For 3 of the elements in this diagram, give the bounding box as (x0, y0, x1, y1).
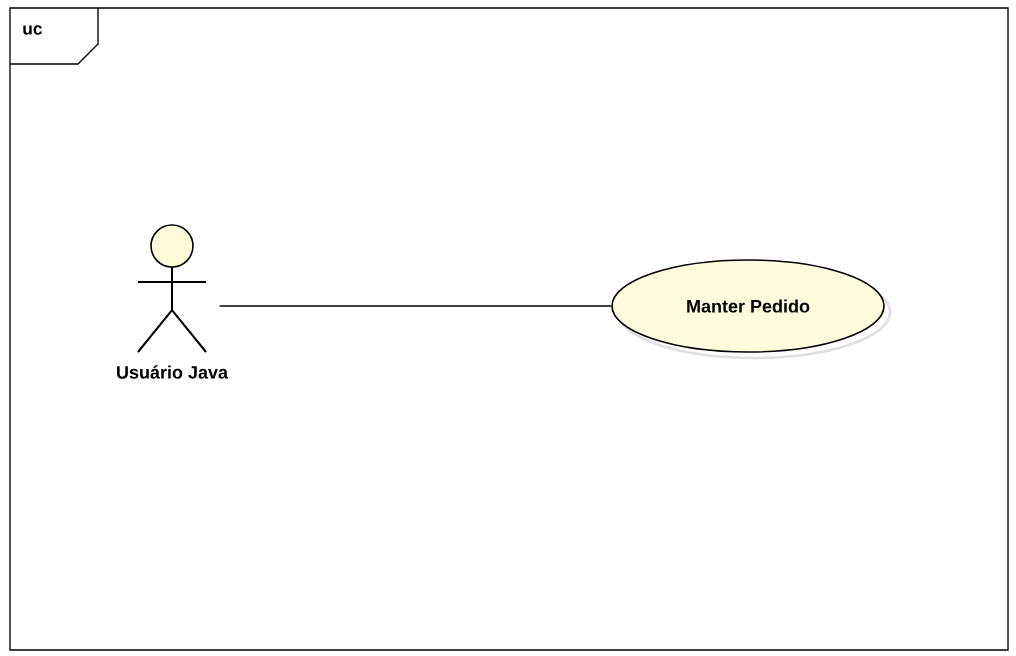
node-label: Usuário Java (117, 365, 229, 379)
association-line (218, 305, 612, 307)
actor: Usuário Java (117, 224, 229, 379)
